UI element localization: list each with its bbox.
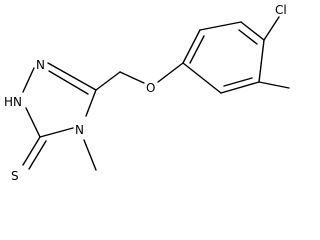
bond-n-top-to-nh xyxy=(22,67,35,93)
chemical-structure-diagram: N HN N S O Cl xyxy=(4,3,290,182)
bond-c-to-s-1 xyxy=(22,136,41,166)
bond-n-methyl-to-c5 xyxy=(85,89,97,117)
bond-c-to-s-2 xyxy=(28,140,47,170)
bond-ring-c5-c6-inner xyxy=(223,77,253,87)
atom-label-n-top: N xyxy=(36,58,45,72)
bond-c5-to-ch2 xyxy=(95,71,121,91)
bond-c-thione-to-n-methyl xyxy=(39,127,74,138)
bond-ch2-to-o xyxy=(119,71,145,84)
bond-ring-c4-c5 xyxy=(258,39,265,83)
atom-label-nh: HN xyxy=(4,95,22,109)
bond-o-to-aryl xyxy=(157,62,184,83)
bond-ring-c1-c2 xyxy=(182,29,201,64)
bond-ring-c3-c4 xyxy=(240,21,265,41)
bond-ring-c6-c1 xyxy=(182,62,222,94)
bond-n-methyl xyxy=(83,139,97,171)
bond-ring-c5-c6 xyxy=(220,81,260,94)
bond-ring-c2-c3 xyxy=(199,21,242,31)
bond-nh-to-c-thione xyxy=(25,107,41,138)
bond-c5-to-n-top-inner xyxy=(48,70,89,95)
atom-label-chlorine: Cl xyxy=(275,3,287,17)
bond-ring-c1-c2-inner xyxy=(189,35,205,64)
bond-ring-c3-c4-inner xyxy=(238,29,258,45)
bond-ring-to-methyl xyxy=(258,81,290,89)
atom-label-n-methyl: N xyxy=(75,123,84,137)
atom-label-oxygen: O xyxy=(146,81,155,95)
atom-label-sulfur: S xyxy=(11,169,19,182)
bond-c5-to-n-top-outer xyxy=(47,62,97,91)
bond-ring-to-cl xyxy=(263,16,280,41)
